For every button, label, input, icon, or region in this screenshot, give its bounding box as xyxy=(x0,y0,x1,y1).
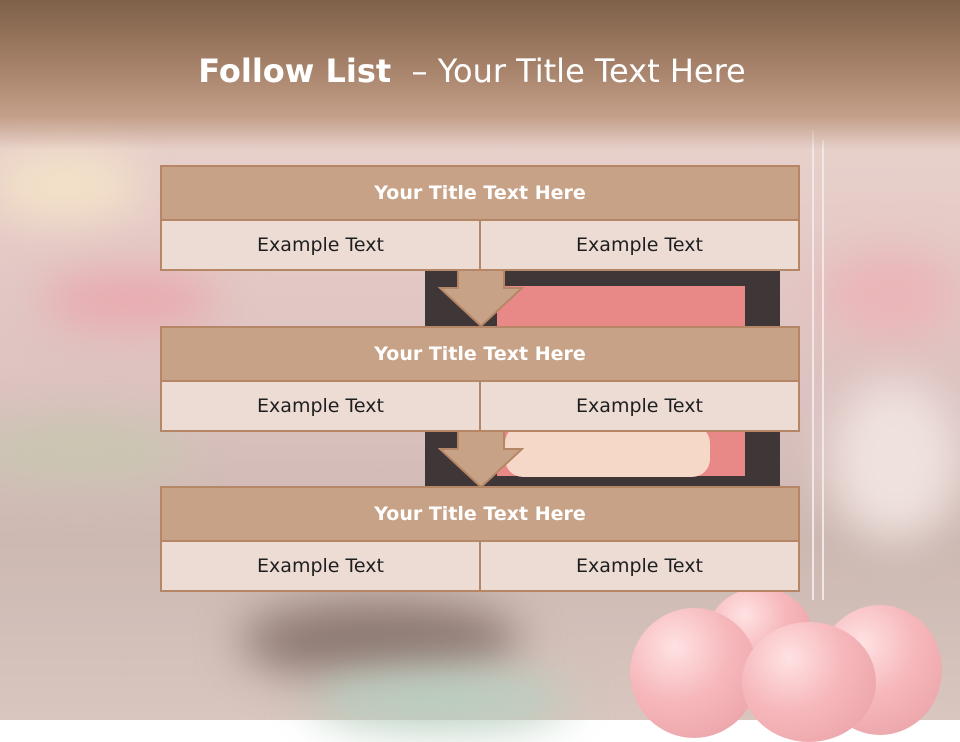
block-cell: Example Text xyxy=(160,542,481,592)
bokeh-pink-right xyxy=(820,250,960,340)
down-arrow-icon xyxy=(438,270,524,326)
block-title: Your Title Text Here xyxy=(160,486,800,542)
block-row: Example Text Example Text xyxy=(160,221,800,271)
balloon xyxy=(742,622,876,742)
block-cell: Example Text xyxy=(160,221,481,271)
bokeh-dark-bottom xyxy=(240,600,520,680)
photo-frame-figure xyxy=(505,425,710,477)
bokeh-green-left xyxy=(0,420,190,480)
block-cell: Example Text xyxy=(481,382,800,432)
list-block: Your Title Text Here Example Text Exampl… xyxy=(160,326,800,432)
list-block: Your Title Text Here Example Text Exampl… xyxy=(160,486,800,592)
bokeh-pink-left xyxy=(40,270,220,330)
bokeh-light-right xyxy=(830,380,960,540)
down-arrow-icon xyxy=(438,431,524,487)
bokeh-teal-bottom xyxy=(310,670,570,730)
header-band xyxy=(0,0,960,150)
block-cell: Example Text xyxy=(481,542,800,592)
block-row: Example Text Example Text xyxy=(160,382,800,432)
title-rest: – Your Title Text Here xyxy=(411,52,746,90)
balloon-string xyxy=(812,130,814,600)
block-cell: Example Text xyxy=(481,221,800,271)
bokeh-light-left xyxy=(0,150,140,220)
block-title: Your Title Text Here xyxy=(160,165,800,221)
title-bold: Follow List xyxy=(198,52,392,90)
balloon-string xyxy=(822,140,824,600)
balloon xyxy=(630,608,758,738)
block-row: Example Text Example Text xyxy=(160,542,800,592)
list-block: Your Title Text Here Example Text Exampl… xyxy=(160,165,800,271)
slide-title: Follow List – Your Title Text Here xyxy=(0,52,944,90)
block-title: Your Title Text Here xyxy=(160,326,800,382)
block-cell: Example Text xyxy=(160,382,481,432)
